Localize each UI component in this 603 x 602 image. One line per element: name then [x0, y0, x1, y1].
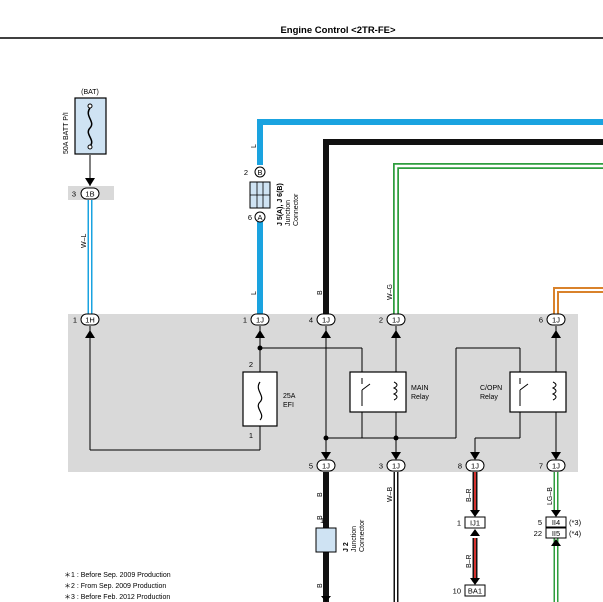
direction-arrows: [85, 178, 561, 602]
connector-ba1: BA1: [464, 584, 486, 597]
batt-fuse-name: 50A BATT P/I: [63, 112, 70, 154]
batt-fuse: [74, 97, 107, 155]
svg-text:II4: II4: [552, 518, 560, 527]
connector-1j-out3: 1J: [386, 459, 406, 472]
main-relay-line2: Relay: [411, 394, 429, 401]
copn-relay: [509, 371, 567, 413]
wire-code-l-top: L: [251, 144, 258, 148]
svg-text:1J: 1J: [392, 462, 400, 471]
j2-pin: 1: [320, 516, 324, 525]
svg-text:II5: II5: [552, 529, 560, 538]
main-relay-line1: MAIN: [411, 385, 429, 392]
connector-ii5: II5: [545, 527, 567, 539]
j5j6-bottom-pin: 6: [248, 213, 252, 222]
connector-ii4-num: 5: [538, 518, 542, 527]
j5j6-top-letter: B: [257, 168, 262, 177]
svg-text:IJ1: IJ1: [470, 519, 480, 528]
junction-connector-j2: [315, 527, 337, 553]
wire-code-l-mid: L: [251, 291, 258, 295]
connector-ii4-note: (*3): [569, 518, 582, 527]
wire-code-b-out3: B: [317, 583, 324, 588]
note-3: ＊3 : Before Feb. 2012 Production: [64, 594, 170, 601]
efi-fuse: [242, 371, 278, 427]
svg-text:1J: 1J: [392, 316, 400, 325]
svg-text:1J: 1J: [471, 462, 479, 471]
wire-code-b-out2: B: [317, 515, 324, 520]
wire-code-lg-b: LG–B: [547, 487, 554, 505]
connector-1j-l: 1J: [250, 313, 270, 326]
j5j6-line2: Connector: [293, 193, 300, 226]
efi-name: EFI: [283, 402, 294, 409]
j2-line2: Connector: [359, 519, 366, 552]
wire-w-g: [393, 163, 603, 314]
connector-1h: 1H: [80, 313, 100, 326]
wire-l-blue: [257, 119, 603, 314]
note-1: ＊1 : Before Sep. 2009 Production: [64, 572, 171, 579]
svg-text:BA1: BA1: [468, 587, 482, 596]
connector-1j-out5-num: 5: [309, 462, 313, 471]
wire-code-b-out: B: [317, 492, 324, 497]
connector-1j-out8-num: 8: [458, 462, 462, 471]
connector-1j-o: 1J: [546, 313, 566, 326]
batt-fuse-top-label: (BAT): [81, 89, 99, 96]
connector-ij1: IJ1: [464, 516, 486, 529]
connector-1j-wg-num: 2: [379, 316, 383, 325]
main-relay: [349, 371, 407, 413]
j5j6-line1: Junction: [285, 200, 292, 226]
page-title: Engine Control <2TR-FE>: [280, 25, 396, 36]
connector-1b-num: 3: [72, 190, 76, 199]
connector-1j-out7-num: 7: [539, 462, 543, 471]
connector-ii4: II4: [545, 516, 567, 528]
copn-relay-line2: Relay: [480, 394, 498, 401]
connector-1j-out5: 1J: [316, 459, 336, 472]
connector-1j-out7: 1J: [546, 459, 566, 472]
connector-1j-b-num: 4: [309, 316, 313, 325]
svg-text:1J: 1J: [552, 462, 560, 471]
wire-b-black: [323, 139, 603, 314]
j5j6-top-pin: 2: [244, 168, 248, 177]
connector-1j-b: 1J: [316, 313, 336, 326]
relay-block-panel: [68, 314, 578, 472]
wire-orange: [553, 287, 603, 314]
wire-code-b-mid: B: [317, 290, 324, 295]
efi-rating: 25A: [283, 393, 296, 400]
j2-line1: Junction: [351, 526, 358, 552]
wire-code-w-b: W–B: [387, 487, 394, 503]
junction-dot: [393, 435, 399, 441]
connector-1h-num: 1: [73, 316, 77, 325]
connector-ii5-num: 22: [534, 529, 542, 538]
connector-ii5-note: (*4): [569, 529, 582, 538]
j5j6-code: J 5(A), J 6(B): [277, 183, 284, 226]
connector-1j-o-num: 6: [539, 316, 543, 325]
wire-code-b-r2: B–R: [466, 554, 473, 568]
note-2: ＊2 : From Sep. 2009 Production: [64, 583, 166, 590]
junction-dot: [257, 345, 263, 351]
connector-1b: 1B: [80, 187, 100, 200]
j2-code: J 2: [343, 542, 350, 552]
copn-relay-line1: C/OPN: [480, 385, 502, 392]
wire-code-w-g: W–G: [387, 284, 394, 300]
svg-text:1H: 1H: [85, 316, 95, 325]
connector-1j-l-num: 1: [243, 316, 247, 325]
connector-1j-out8: 1J: [465, 459, 485, 472]
svg-text:1J: 1J: [256, 316, 264, 325]
connector-ba1-num: 10: [453, 587, 461, 596]
wire-code-w-l: W–L: [81, 234, 88, 249]
svg-text:1J: 1J: [552, 316, 560, 325]
junction-dot: [323, 435, 329, 441]
svg-text:1J: 1J: [322, 316, 330, 325]
svg-text:1B: 1B: [85, 190, 94, 199]
connector-ij1-num: 1: [457, 519, 461, 528]
wire-code-b-r1: B–R: [466, 488, 473, 502]
j5j6-bottom-letter: A: [257, 213, 262, 222]
efi-pin-top: 2: [249, 360, 253, 369]
connector-1j-wg: 1J: [386, 313, 406, 326]
svg-text:1J: 1J: [322, 462, 330, 471]
efi-pin-bottom: 1: [249, 431, 253, 440]
junction-connector-j5-j6: [249, 166, 271, 223]
connector-1j-out3-num: 3: [379, 462, 383, 471]
